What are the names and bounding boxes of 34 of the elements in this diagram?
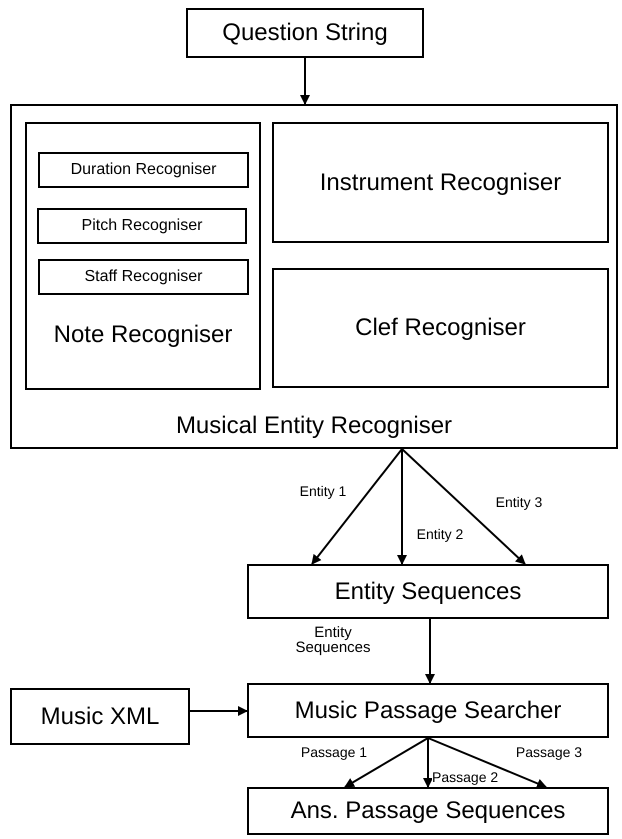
node-label: Staff Recogniser <box>84 267 202 287</box>
arrow <box>428 737 547 788</box>
node-label: Instrument Recogniser <box>320 168 562 198</box>
arrow <box>397 449 407 565</box>
group-box <box>25 122 261 390</box>
node-label: Music Passage Searcher <box>294 696 562 726</box>
node-label: Music XML <box>40 702 160 732</box>
arrow <box>344 737 428 788</box>
process-box <box>247 683 609 738</box>
process-box <box>10 688 190 745</box>
group-box <box>10 104 618 449</box>
node-label: Clef Recogniser <box>355 313 526 343</box>
arrow <box>190 706 248 716</box>
node-label: Question String <box>222 18 388 48</box>
node-label: Entity Sequences <box>334 576 522 606</box>
node-label: Pitch Recogniser <box>82 216 202 236</box>
arrow <box>425 619 435 684</box>
process-box <box>272 122 609 243</box>
arrow <box>311 448 403 565</box>
arrow <box>423 738 433 788</box>
node-label: Musical Entity Recogniser <box>176 411 452 441</box>
process-box <box>247 787 609 835</box>
process-box <box>186 8 424 58</box>
process-box <box>272 268 609 388</box>
node-label: Note Recogniser <box>54 320 232 350</box>
node-label: Ans. Passage Sequences <box>290 796 566 826</box>
node-label: Duration Recogniser <box>70 160 216 180</box>
process-box <box>37 208 247 244</box>
edge-label: Passage 2 <box>432 770 498 785</box>
process-box <box>38 152 249 188</box>
arrow <box>401 448 526 565</box>
process-box <box>38 259 249 295</box>
arrow <box>300 58 310 105</box>
process-box <box>247 564 609 619</box>
